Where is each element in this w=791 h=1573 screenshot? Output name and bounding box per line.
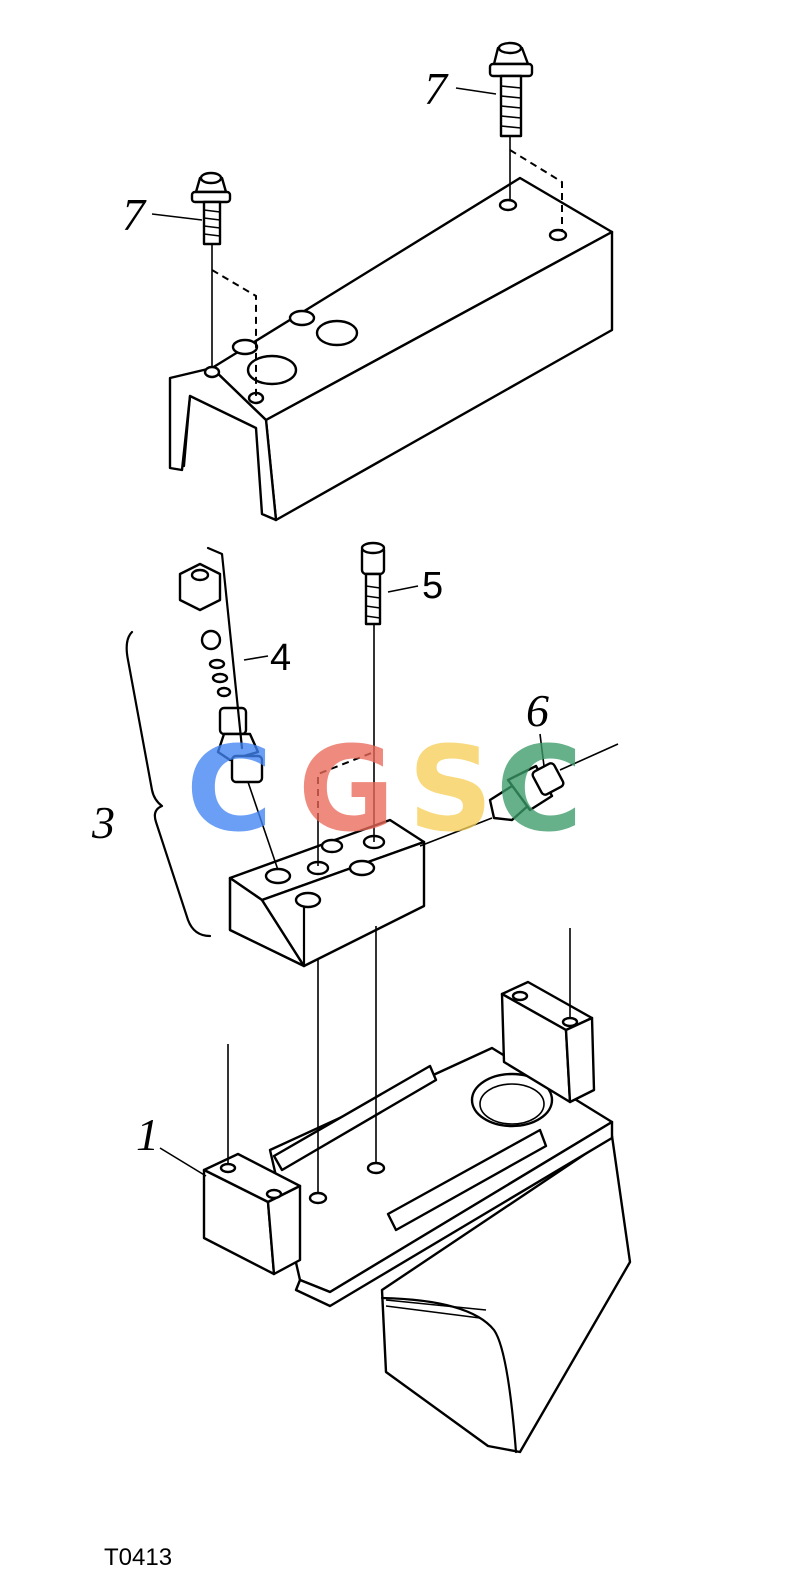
spacer-block-right [500,928,596,1104]
bolt-7-right [488,41,563,232]
callout-4: 4 [270,637,291,679]
bolt-5 [317,541,419,866]
spacer-block-1 [202,1044,302,1276]
base-plate [268,1046,632,1454]
callout-7-left: 7 [122,189,147,240]
callout-5: 5 [422,565,443,607]
watermark-letter-c1: C [186,720,273,858]
callout-3: 3 [91,797,115,848]
watermark-cgsc: C G S C [186,720,583,858]
watermark-letter-g: G [298,720,395,858]
watermark-letter-c2: C [496,720,583,858]
fitting-assembly-4 [178,546,279,871]
callout-7-right: 7 [424,63,449,114]
fitting-6 [419,733,619,847]
brace-3 [125,630,212,938]
callout-6: 6 [526,685,549,736]
watermark-letter-s: S [408,720,493,858]
bolt-7-left [190,171,257,398]
valve-block [228,818,426,968]
figure-id-label: T0413 [104,1544,172,1571]
u-channel-bracket [168,176,614,522]
callout-1: 1 [136,1109,159,1160]
